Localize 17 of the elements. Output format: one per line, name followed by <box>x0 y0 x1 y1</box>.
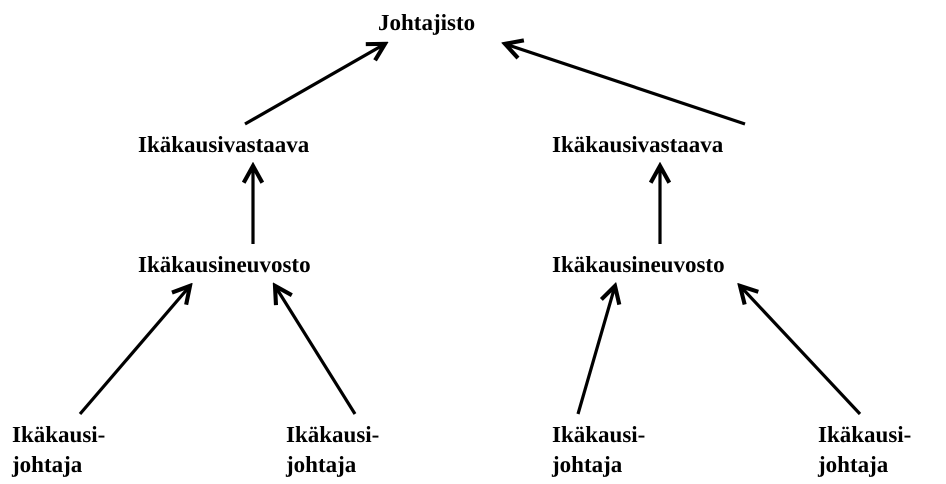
node-label: Ikäkausivastaava <box>138 130 310 160</box>
node-label: Ikäkausineuvosto <box>138 250 311 280</box>
arrow <box>244 42 388 126</box>
node-label: Ikäkausi- johtaja <box>12 420 132 480</box>
node-label: Ikäkausi- johtaja <box>286 420 406 480</box>
node-label: Ikäkausivastaava <box>552 130 724 160</box>
arrow <box>648 164 672 244</box>
arrow <box>242 164 264 244</box>
arrow <box>78 284 192 416</box>
node-label: Ikäkausi- johtaja <box>552 420 672 480</box>
node-label: Ikäkausi- johtaja <box>818 420 938 480</box>
arrow <box>272 284 356 415</box>
node-label: Ikäkausineuvosto <box>552 250 725 280</box>
arrow <box>576 284 622 414</box>
arrow <box>738 284 862 416</box>
arrow <box>502 38 746 126</box>
node-label: Johtajisto <box>378 8 476 38</box>
